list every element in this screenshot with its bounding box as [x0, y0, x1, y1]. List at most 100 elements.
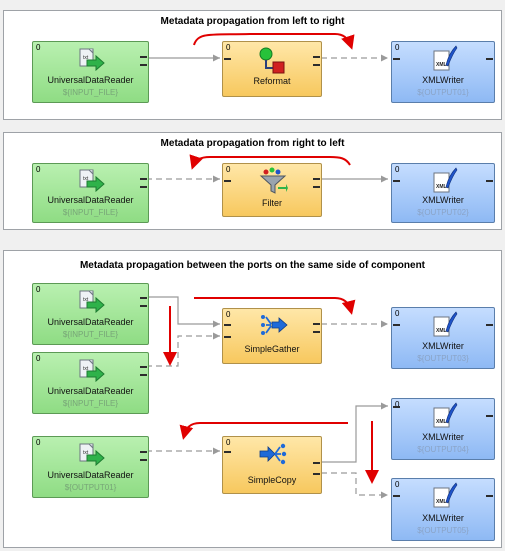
port-count: 0	[226, 165, 231, 174]
output-port[interactable]	[486, 324, 493, 326]
node-name: Reformat	[253, 76, 291, 86]
output-port[interactable]	[313, 186, 320, 188]
svg-text:txt: txt	[83, 450, 89, 456]
reformat-node[interactable]: 0 Reformat	[222, 41, 322, 97]
reader-icon: txt	[79, 359, 105, 382]
output-port[interactable]	[140, 186, 147, 188]
svg-text:XML: XML	[436, 419, 447, 425]
output-port[interactable]	[313, 331, 320, 333]
port-count: 0	[36, 285, 41, 294]
output-port[interactable]	[140, 451, 147, 453]
svg-text:txt: txt	[83, 55, 89, 61]
output-port[interactable]	[140, 56, 147, 58]
input-port[interactable]	[393, 495, 400, 497]
input-port[interactable]	[393, 324, 400, 326]
port-count: 0	[395, 309, 400, 318]
output-port[interactable]	[313, 56, 320, 58]
svg-text:XML: XML	[436, 499, 447, 505]
input-port[interactable]	[393, 406, 400, 408]
reader-icon: txt	[79, 169, 105, 192]
xml-writer-node[interactable]: 0 XML XMLWriter ${OUTPUT01}	[391, 41, 495, 103]
output-port[interactable]	[140, 178, 147, 180]
output-port[interactable]	[313, 473, 320, 475]
port-count: 0	[395, 43, 400, 52]
input-port[interactable]	[224, 58, 231, 60]
xml-writer-icon: XML	[433, 311, 458, 337]
panel-title: Metadata propagation from left to right	[160, 16, 345, 27]
node-name: XMLWriter	[422, 75, 464, 85]
node-param: ${INPUT_FILE}	[62, 399, 119, 408]
node-param: ${OUTPUT03}	[417, 354, 469, 363]
port-count: 0	[36, 43, 41, 52]
node-param: ${OUTPUT01}	[64, 483, 117, 492]
universal-data-reader-node[interactable]: 0 txt UniversalDataReader ${INPUT_FILE}	[32, 283, 149, 345]
output-port[interactable]	[140, 459, 147, 461]
output-port[interactable]	[486, 495, 493, 497]
port-count: 0	[226, 438, 231, 447]
simple-copy-node[interactable]: 0 SimpleCopy	[222, 436, 322, 494]
output-port[interactable]	[140, 374, 147, 376]
node-param: ${INPUT_FILE}	[62, 330, 119, 339]
reformat-icon	[259, 47, 285, 74]
copy-icon	[259, 443, 287, 465]
output-port[interactable]	[313, 178, 320, 180]
output-port[interactable]	[140, 64, 147, 66]
xml-writer-node[interactable]: 0 XML XMLWriter ${OUTPUT05}	[391, 478, 495, 541]
gather-icon	[261, 315, 288, 335]
port-count: 0	[395, 480, 400, 489]
node-name: SimpleGather	[244, 344, 300, 354]
xml-writer-node[interactable]: 0 XML XMLWriter ${OUTPUT02}	[391, 163, 495, 223]
node-param: ${OUTPUT02}	[417, 208, 469, 217]
svg-text:XML: XML	[436, 62, 447, 68]
output-port[interactable]	[140, 366, 147, 368]
node-name: UniversalDataReader	[47, 470, 134, 480]
output-port[interactable]	[486, 415, 493, 417]
port-count: 0	[36, 354, 41, 363]
port-count: 0	[36, 165, 41, 174]
node-name: UniversalDataReader	[47, 317, 134, 327]
input-port[interactable]	[224, 451, 231, 453]
xml-writer-node[interactable]: 0 XML XMLWriter ${OUTPUT04}	[391, 398, 495, 460]
port-count: 0	[36, 438, 41, 447]
universal-data-reader-node[interactable]: 0 txt UniversalDataReader ${INPUT_FILE}	[32, 41, 149, 103]
node-name: XMLWriter	[422, 432, 464, 442]
output-port[interactable]	[140, 297, 147, 299]
svg-text:XML: XML	[436, 328, 447, 334]
panel-title: Metadata propagation from right to left	[160, 138, 345, 149]
input-port[interactable]	[393, 180, 400, 182]
node-param: ${INPUT_FILE}	[62, 208, 119, 217]
reader-icon: txt	[79, 443, 105, 466]
reader-icon: txt	[79, 48, 105, 71]
svg-text:XML: XML	[436, 184, 447, 190]
node-name: UniversalDataReader	[47, 386, 134, 396]
port-count: 0	[226, 310, 231, 319]
xml-writer-icon: XML	[433, 167, 458, 193]
port-count: 0	[395, 165, 400, 174]
node-param: ${INPUT_FILE}	[62, 88, 119, 97]
output-port[interactable]	[140, 305, 147, 307]
reader-icon: txt	[79, 290, 105, 313]
input-port[interactable]	[393, 58, 400, 60]
svg-text:txt: txt	[83, 297, 89, 303]
node-name: SimpleCopy	[247, 475, 297, 485]
input-port[interactable]	[224, 180, 231, 182]
port-count: 0	[395, 400, 400, 409]
filter-node[interactable]: 0 Filter	[222, 163, 322, 217]
universal-data-reader-node[interactable]: 0 txt UniversalDataReader ${OUTPUT01}	[32, 436, 149, 498]
input-port[interactable]	[224, 336, 231, 338]
output-port[interactable]	[313, 323, 320, 325]
output-port[interactable]	[486, 58, 493, 60]
universal-data-reader-node[interactable]: 0 txt UniversalDataReader ${INPUT_FILE}	[32, 352, 149, 414]
node-name: UniversalDataReader	[47, 195, 134, 205]
universal-data-reader-node[interactable]: 0 txt UniversalDataReader ${INPUT_FILE}	[32, 163, 149, 223]
output-port[interactable]	[486, 180, 493, 182]
node-name: XMLWriter	[422, 195, 464, 205]
output-port[interactable]	[313, 462, 320, 464]
input-port[interactable]	[224, 324, 231, 326]
xml-writer-node[interactable]: 0 XML XMLWriter ${OUTPUT03}	[391, 307, 495, 369]
simple-gather-node[interactable]: 0 SimpleGather	[222, 308, 322, 364]
xml-writer-icon: XML	[433, 482, 458, 508]
svg-text:txt: txt	[83, 176, 89, 182]
node-name: Filter	[262, 198, 282, 208]
output-port[interactable]	[313, 64, 320, 66]
